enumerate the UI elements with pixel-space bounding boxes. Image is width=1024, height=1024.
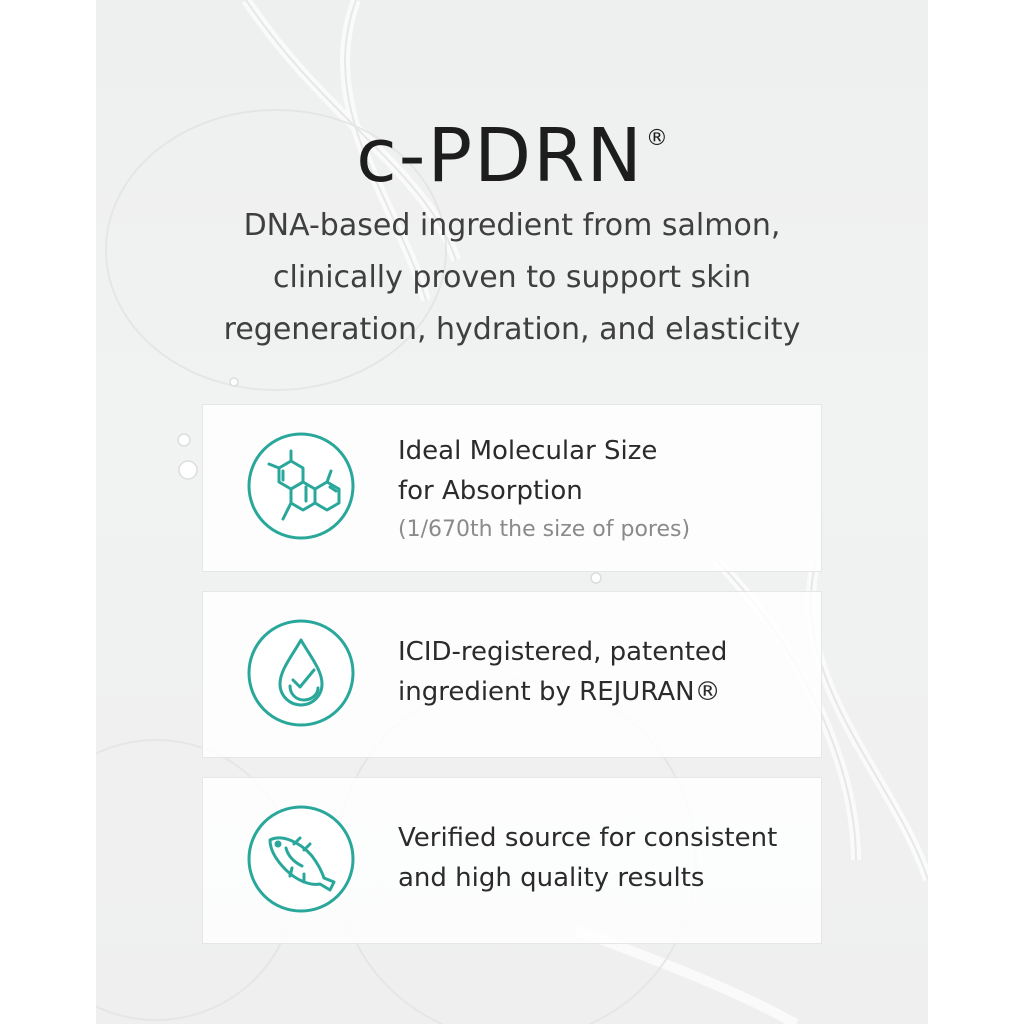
registered-mark: ® (645, 125, 668, 151)
molecule-icon (246, 431, 356, 541)
feature-text: Verified source for consistent and high … (398, 818, 808, 898)
feature-line: Verified source for consistent (398, 823, 778, 853)
page-title: c-PDRN® (96, 112, 928, 201)
feature-card-verified-source: Verified source for consistent and high … (202, 777, 822, 944)
feature-note: (1/670th the size of pores) (398, 517, 691, 542)
feature-card-molecular-size: Ideal Molecular Size for Absorption (1/6… (202, 404, 822, 572)
feature-line: ingredient by REJURAN® (398, 677, 721, 707)
subtitle-line: DNA-based ingredient from salmon, (243, 208, 781, 243)
title-text: c-PDRN (356, 112, 644, 199)
water-drop-check-icon (246, 618, 356, 728)
subtitle-line: regeneration, hydration, and elasticity (223, 312, 801, 347)
feature-line: for Absorption (398, 476, 583, 506)
content-panel: c-PDRN® DNA-based ingredient from salmon… (96, 0, 928, 1024)
subtitle-line: clinically proven to support skin (273, 260, 751, 295)
feature-line: and high quality results (398, 863, 705, 893)
feature-line: Ideal Molecular Size (398, 436, 658, 466)
subtitle: DNA-based ingredient from salmon, clinic… (156, 200, 868, 356)
fish-icon (246, 804, 356, 914)
feature-card-icid-registered: ICID-registered, patented ingredient by … (202, 591, 822, 758)
feature-text: ICID-registered, patented ingredient by … (398, 632, 808, 712)
feature-line: ICID-registered, patented (398, 637, 728, 667)
feature-text: Ideal Molecular Size for Absorption (1/6… (398, 431, 808, 549)
